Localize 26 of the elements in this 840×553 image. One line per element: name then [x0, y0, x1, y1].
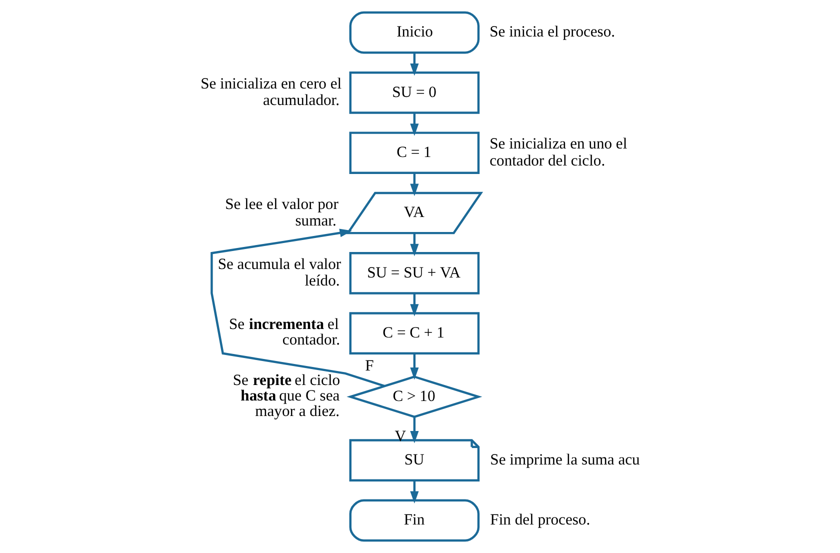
arrow [410, 293, 419, 316]
node-label: Se lee el valor por sumar. [225, 196, 338, 230]
node-diamond: C > 10 [346, 376, 482, 418]
node-box: SU = 0 [349, 72, 480, 114]
node-label: Se imprime la suma acu [490, 451, 640, 468]
node-label: Se inicia el proceso. [490, 24, 616, 41]
arrow [410, 233, 419, 256]
arrow [210, 228, 385, 388]
node-label: Se inicializa en cero el acumulador. [200, 75, 342, 110]
node-box: C = C + 1 [349, 312, 480, 354]
arrow [410, 172, 419, 196]
arrow [410, 112, 419, 136]
node-label: Se incrementa el contador. [228, 316, 340, 349]
arrow [410, 416, 419, 444]
arrow [410, 480, 419, 504]
node-box: Fin [349, 499, 480, 542]
node-label: Fin del proceso. [490, 512, 590, 529]
node-box: C = 1 [349, 132, 480, 174]
arrow [410, 353, 419, 380]
arrow [410, 52, 419, 76]
edge-label: F [365, 358, 374, 375]
node-label: Se inicializa en uno el contador del ciclo. [490, 136, 628, 170]
node-box: Inicio [349, 11, 480, 54]
node-label: Se acumula el valor leído. [218, 256, 342, 290]
node-label: Se repite el ciclo hasta que C sea mayor a diez. [232, 372, 340, 420]
node-box: SU = SU + VA [349, 252, 480, 294]
